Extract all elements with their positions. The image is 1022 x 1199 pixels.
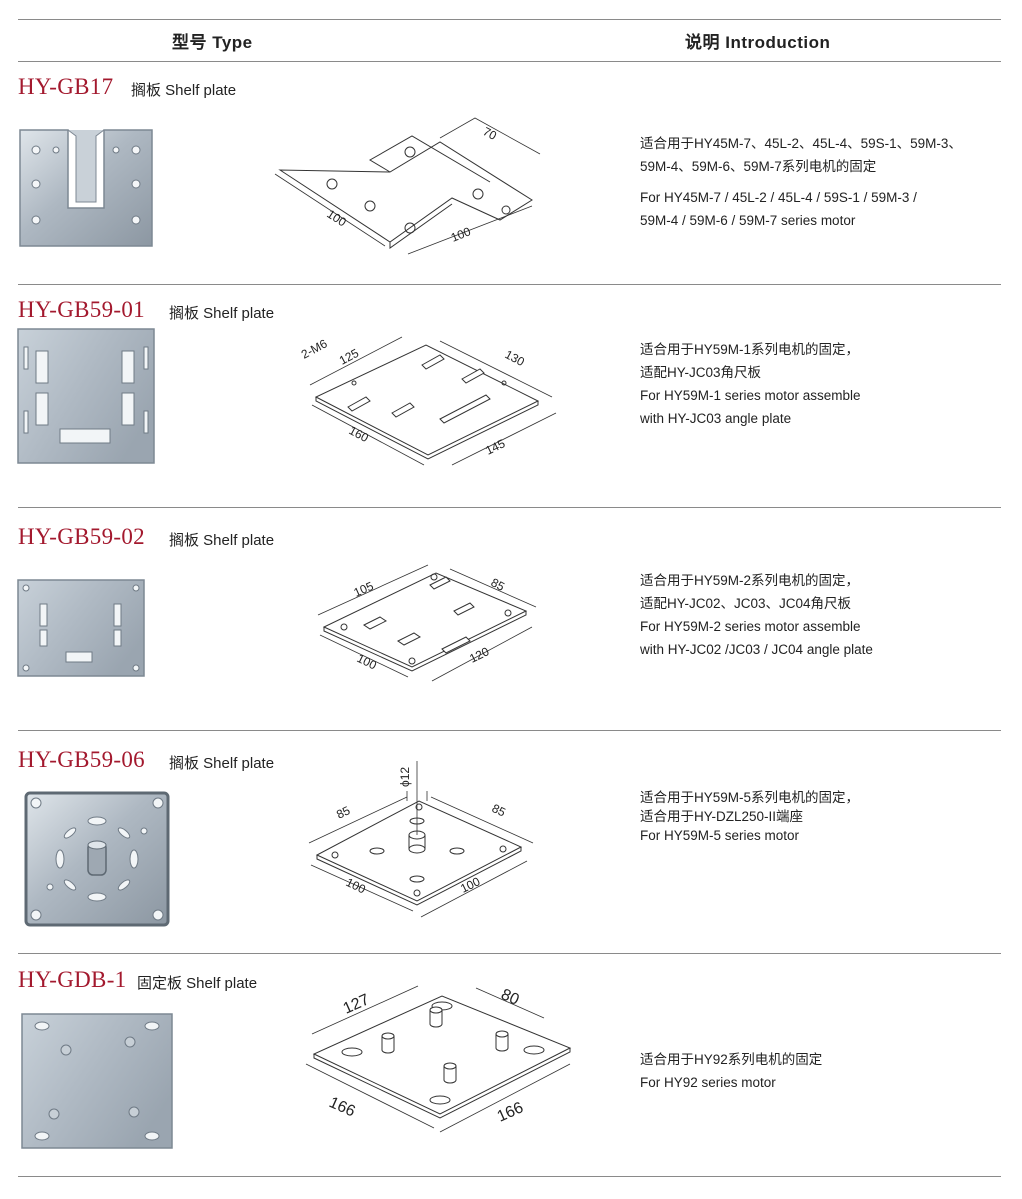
product-photo (17, 579, 145, 677)
description-cn-line: 适合用于HY-DZL250-II端座 (640, 809, 804, 824)
product-type: 搁板 Shelf plate (169, 305, 275, 322)
product-photo (21, 1013, 173, 1149)
row-rule (18, 953, 1001, 954)
product-description: 适合用于HY45M-7、45L-2、45L-4、59S-1、59M-3、 59M… (640, 132, 962, 232)
description-cn-line: 适配HY-JC02、JC03、JC04角尺板 (640, 596, 852, 611)
product-row-hy-gb59-06: HY-GB59-06 搁板 Shelf plate (0, 731, 1022, 953)
product-drawing: 2-M6 125 130 160 145 (299, 336, 557, 466)
product-drawing: ϕ12 85 85 100 100 (308, 761, 534, 918)
product-photo (24, 791, 170, 927)
description-cn-line: 适合用于HY59M-1系列电机的固定， (640, 342, 860, 357)
dimension-label: 120 (467, 644, 491, 666)
description-en-line: 59M-4 / 59M-6 / 59M-7 series motor (640, 213, 856, 228)
dimension-label: ϕ12 (398, 767, 412, 787)
description-en-line: For HY59M-1 series motor assemble (640, 388, 861, 403)
row-rule (18, 284, 1001, 285)
product-code: HY-GB59-01 (18, 297, 145, 322)
product-description: 适合用于HY92系列电机的固定 For HY92 series motor (640, 1048, 822, 1094)
product-row-hy-gdb-1: HY-GDB-1 固定板 Shelf plate (0, 954, 1022, 1176)
product-photo (19, 129, 153, 247)
dimension-label: 100 (449, 224, 473, 245)
row-rule (18, 507, 1001, 508)
product-code: HY-GB59-06 (18, 747, 145, 772)
product-type: 搁板 Shelf plate (169, 755, 275, 772)
description-en-line: For HY92 series motor (640, 1075, 776, 1090)
product-description: 适合用于HY59M-2系列电机的固定， 适配HY-JC02、JC03、JC04角… (640, 569, 873, 661)
dimension-label: 125 (337, 346, 362, 368)
row-rule (18, 730, 1001, 731)
product-row-hy-gb17: HY-GB17 搁板 Shelf plate 70 100 100 适合用于HY… (0, 62, 1022, 284)
product-drawing: 70 100 100 (274, 117, 541, 255)
product-description: 适合用于HY59M-5系列电机的固定， 适合用于HY-DZL250-II端座 F… (640, 788, 859, 845)
product-type: 搁板 Shelf plate (169, 532, 275, 549)
dimension-label: 166 (326, 1094, 357, 1120)
dimension-label: 160 (347, 423, 372, 445)
product-type: 固定板 Shelf plate (137, 975, 258, 992)
product-drawing: 127 80 166 166 (305, 985, 572, 1133)
dimension-label: 85 (489, 575, 508, 594)
dimension-label: 100 (344, 875, 368, 897)
description-cn-line: 适合用于HY92系列电机的固定 (640, 1052, 823, 1067)
dimension-label: 80 (498, 986, 521, 1009)
product-type: 搁板 Shelf plate (131, 82, 237, 99)
type-column-header: 型号 Type (172, 33, 253, 52)
product-row-hy-gb59-02: HY-GB59-02 搁板 Shelf plate 105 85 1 (0, 508, 1022, 730)
description-en-line: For HY45M-7 / 45L-2 / 45L-4 / 59S-1 / 59… (640, 190, 917, 205)
introduction-column-header: 说明 Introduction (685, 33, 831, 52)
description-cn-line: 适合用于HY59M-5系列电机的固定， (640, 790, 860, 805)
dimension-label: 2-M6 (299, 336, 330, 361)
header-rule (18, 61, 1001, 62)
description-en-line: For HY59M-5 series motor (640, 828, 800, 843)
top-rule (18, 19, 1001, 20)
description-en-line: with HY-JC03 angle plate (640, 411, 792, 426)
product-drawing: 105 85 100 120 (317, 564, 537, 682)
dimension-label: 85 (334, 803, 352, 822)
dimension-label: 105 (352, 579, 376, 600)
description-cn-line: 59M-4、59M-6、59M-7系列电机的固定 (640, 159, 877, 174)
product-row-hy-gb59-01: HY-GB59-01 搁板 Shelf plate 2-M6 (0, 285, 1022, 507)
dimension-label: 127 (341, 991, 372, 1017)
dimension-label: 70 (481, 124, 500, 143)
description-en-line: For HY59M-2 series motor assemble (640, 619, 861, 634)
dimension-label: 85 (490, 801, 508, 820)
bottom-rule (18, 1176, 1001, 1177)
description-cn-line: 适配HY-JC03角尺板 (640, 365, 762, 380)
dimension-label: 100 (324, 207, 349, 230)
dimension-label: 166 (495, 1099, 526, 1125)
description-cn-line: 适合用于HY59M-2系列电机的固定， (640, 573, 860, 588)
product-code: HY-GB17 (18, 74, 114, 99)
product-code: HY-GB59-02 (18, 524, 145, 549)
product-code: HY-GDB-1 (18, 967, 127, 992)
description-en-line: with HY-JC02 /JC03 / JC04 angle plate (640, 642, 873, 657)
dimension-label: 130 (503, 347, 528, 369)
product-photo (17, 328, 155, 464)
product-description: 适合用于HY59M-1系列电机的固定， 适配HY-JC03角尺板 For HY5… (640, 338, 861, 430)
description-cn-line: 适合用于HY45M-7、45L-2、45L-4、59S-1、59M-3、 (640, 136, 962, 151)
